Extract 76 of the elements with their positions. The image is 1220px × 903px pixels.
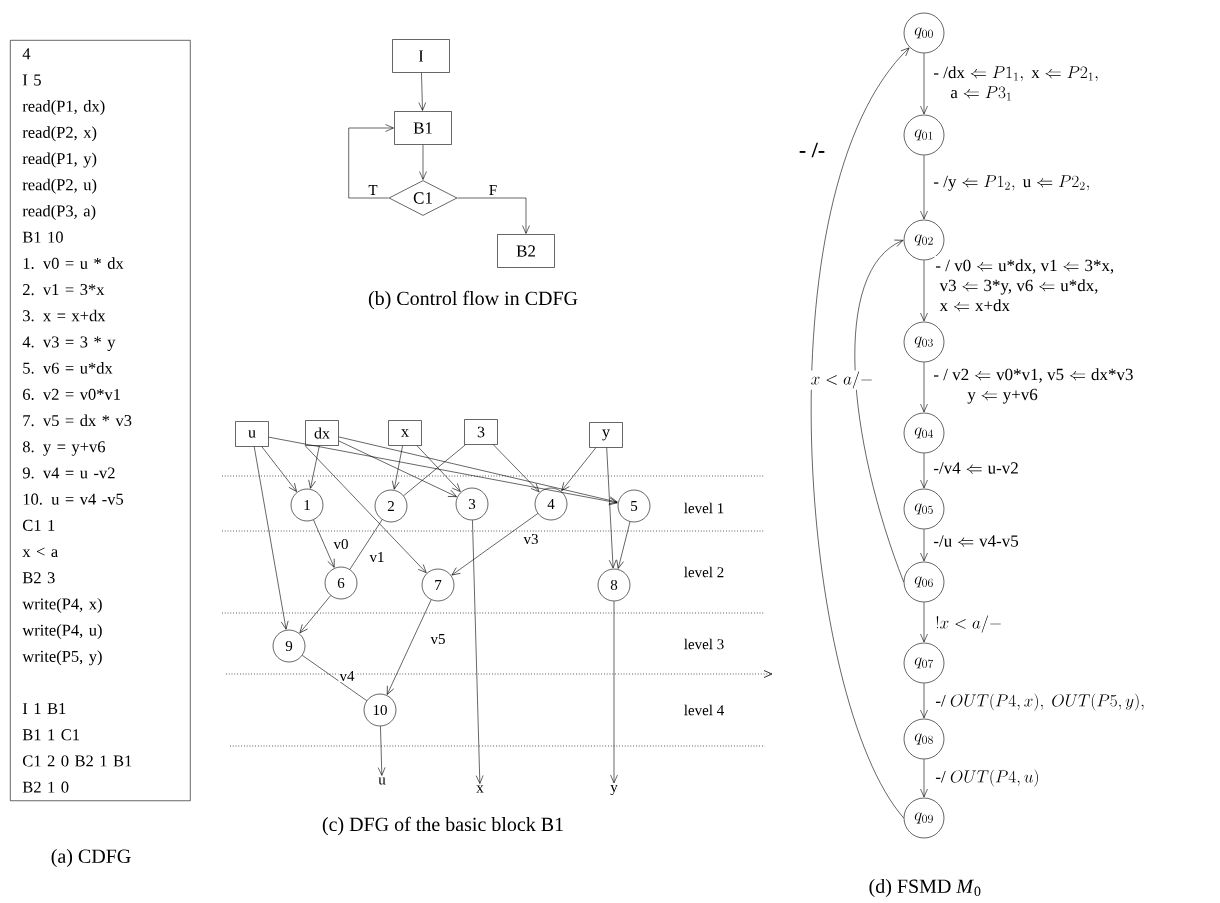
output-label: u bbox=[378, 777, 386, 785]
arrow bbox=[811, 47, 910, 819]
input-box: x bbox=[388, 420, 422, 446]
arrow bbox=[472, 520, 484, 784]
edge-label: $\begin{array}{@{}l@{}}\text{- /dx} \Leftarrow P1_{1},\ \text{x} \Leftarrow P2_{1},\\ \quad\text{a} \Leftarrow P3_{1}\end{array}$ bbox=[932, 63, 1100, 105]
edge-label: - /- bbox=[797, 141, 827, 159]
level-label: level 1 bbox=[684, 502, 724, 514]
edge-label: v3 bbox=[522, 532, 540, 546]
arrow bbox=[338, 440, 457, 498]
caption: (c) DFG of the basic block B1 bbox=[322, 816, 563, 836]
block-box: B2 bbox=[497, 234, 555, 268]
output-label: y bbox=[610, 784, 618, 796]
arrow bbox=[451, 513, 539, 576]
block-box: I bbox=[392, 39, 450, 73]
edge-label: $\text{-/ }OUT(P4,u)$ bbox=[934, 768, 1041, 788]
arrow bbox=[392, 445, 403, 490]
arrow bbox=[920, 260, 928, 322]
arrow bbox=[338, 436, 618, 504]
connector-line bbox=[349, 519, 383, 570]
arrow bbox=[920, 453, 928, 489]
code-listing-box: 4 I 5 read(P1, dx) read(P2, x) read(P1, y) read(P2, u) read(P3, a) B1 10 1. v0 = u * dx 2. v1 = 3*x 3. x = x+dx 4. v3 = 3 * y 5. v6 = u*dx 6. v2 = v0*v1 7. v5 = dx * v3 8. y = y+v6 9. v4 = u -v2 10. u = v4 -v5 C1 1 x < a B2 3 write(P4, x) write(P4, u) write(P5, y) I 1 B1 B1 1 C1 C1 2 0 B2 1 B1 B2 1 0 bbox=[10, 40, 191, 802]
arrow bbox=[616, 521, 631, 569]
arrow bbox=[457, 197, 530, 234]
arrow bbox=[920, 529, 928, 562]
arrow bbox=[377, 726, 386, 776]
caption: (a) CDFG bbox=[51, 848, 131, 868]
caption: (b) Control flow in CDFG bbox=[368, 290, 578, 310]
arrow bbox=[920, 155, 928, 220]
arrow bbox=[920, 602, 928, 643]
arrow bbox=[561, 447, 597, 491]
edge-label: $x < a/-$ bbox=[809, 370, 875, 390]
arrow bbox=[308, 445, 320, 489]
edge-label: $!x < a/-$ bbox=[934, 614, 1004, 634]
arrow bbox=[299, 595, 331, 634]
arrow bbox=[416, 445, 461, 492]
input-box: u bbox=[235, 421, 269, 447]
arrow bbox=[253, 446, 289, 630]
arrow bbox=[606, 447, 617, 569]
edge-label: v4 bbox=[338, 670, 356, 682]
edge-label: v1 bbox=[368, 551, 386, 564]
arrow bbox=[261, 446, 297, 492]
edge-label: $\text{-/v4} \Leftarrow \text{u-v2}$ bbox=[932, 461, 1020, 475]
arrow bbox=[348, 124, 394, 199]
edge-label: T bbox=[367, 184, 379, 196]
caption: (d) FSMD M$_{0}$ bbox=[869, 878, 981, 898]
arrow bbox=[610, 601, 618, 784]
block-box: B1 bbox=[394, 111, 452, 145]
level-label: level 4 bbox=[684, 704, 724, 716]
input-box: dx bbox=[305, 420, 339, 446]
edge-label: $\text{-/u} \Leftarrow \text{v4-v5}$ bbox=[932, 534, 1020, 548]
connector-line bbox=[403, 444, 466, 496]
arrow bbox=[419, 144, 427, 180]
edge-label: $\text{-/ }OUT(P4,x),\ OUT(P5,y),$ bbox=[934, 692, 1146, 712]
level-label: level 3 bbox=[684, 638, 724, 650]
edge-label: $\begin{array}{@{}l@{}}\text{- / v0} \Leftarrow \text{u*dx, v1} \Leftarrow \text{3*x,}\\ \ \text{v3} \Leftarrow \text{3*y, v6} \Leftarrow \text{u*dx,}\\ \ \text{x} \Leftarrow \text{x+dx}\end{array}$ bbox=[934, 256, 1116, 318]
input-box: y bbox=[589, 422, 623, 448]
arrow bbox=[268, 436, 618, 506]
arrow bbox=[920, 759, 928, 798]
edge-label: $\begin{array}{@{}l@{}}\text{- / v2} \Leftarrow \text{v0*v1, v5} \Leftarrow \text{dx*v3}\\ \quad\quad\text{y} \Leftarrow \text{y+v6}\end{array}$ bbox=[932, 365, 1135, 407]
level-label: level 2 bbox=[684, 566, 724, 578]
edge-label: F bbox=[487, 184, 499, 196]
connector-line bbox=[302, 655, 367, 701]
arrow bbox=[854, 239, 904, 583]
arrow bbox=[304, 445, 427, 573]
arrow bbox=[313, 519, 335, 568]
arrow bbox=[920, 362, 928, 413]
edge-label: $\text{- /y} \Leftarrow P1_{2},\ \text{u} \Leftarrow P2_{2},$ bbox=[932, 174, 1092, 192]
edge-label: v0 bbox=[332, 537, 350, 551]
arrow bbox=[920, 53, 928, 115]
edge-label: v5 bbox=[429, 633, 447, 645]
output-label: x bbox=[476, 785, 484, 793]
arrow bbox=[386, 599, 432, 695]
arrow bbox=[418, 72, 427, 111]
arrow bbox=[493, 444, 540, 493]
arrow bbox=[920, 683, 928, 719]
input-box: 3 bbox=[464, 419, 498, 445]
